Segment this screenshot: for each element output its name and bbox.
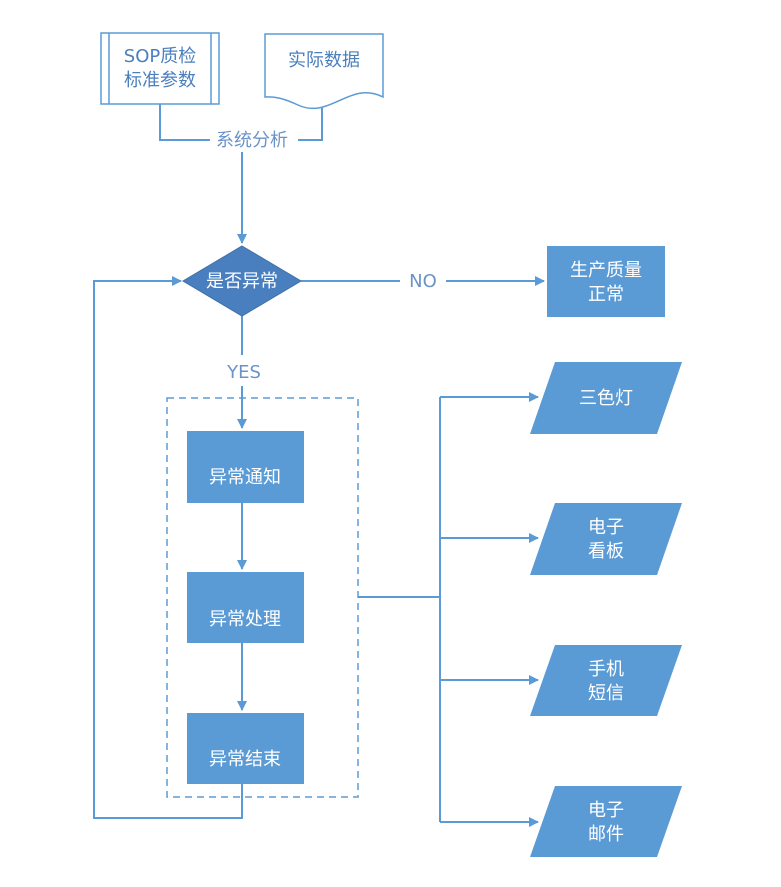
exception-group-boundary bbox=[166, 397, 359, 798]
node-normal-line1: 生产质量 bbox=[570, 260, 642, 281]
node-out4-line1: 电子 bbox=[588, 800, 624, 821]
node-output-sms: 手机 短信 bbox=[530, 645, 682, 716]
connector-loop-back bbox=[93, 276, 243, 819]
node-sop: SOP质检 标准参数 bbox=[100, 32, 220, 105]
node-out2-line2: 看板 bbox=[588, 541, 624, 562]
node-out4-line2: 邮件 bbox=[588, 824, 624, 845]
node-normal: 生产质量 正常 bbox=[547, 246, 665, 317]
connector-actual-analysis bbox=[298, 97, 323, 141]
node-output-email: 电子 邮件 bbox=[530, 786, 682, 857]
node-output-board: 电子 看板 bbox=[530, 503, 682, 575]
node-finish-label: 异常结束 bbox=[209, 749, 281, 770]
edge-label-no: NO bbox=[409, 271, 437, 292]
connectors bbox=[93, 97, 545, 827]
edge-label-yes: YES bbox=[226, 362, 261, 383]
node-normal-line2: 正常 bbox=[588, 284, 624, 305]
connector-sop-analysis bbox=[159, 104, 210, 141]
node-out3-line1: 手机 bbox=[588, 659, 624, 680]
node-out2-line1: 电子 bbox=[588, 517, 624, 538]
node-handle: 异常处理 bbox=[187, 572, 304, 643]
node-sop-line1: SOP质检 bbox=[124, 46, 196, 67]
node-notify-label: 异常通知 bbox=[209, 467, 281, 488]
node-output-light: 三色灯 bbox=[530, 362, 682, 434]
node-decision-label: 是否异常 bbox=[206, 271, 278, 292]
node-notify: 异常通知 bbox=[187, 431, 304, 503]
edge-label-analysis: 系统分析 bbox=[216, 130, 288, 151]
node-out1-line1: 三色灯 bbox=[579, 388, 633, 409]
node-sop-line2: 标准参数 bbox=[124, 70, 196, 91]
node-actual-label: 实际数据 bbox=[288, 50, 360, 71]
node-finish: 异常结束 bbox=[187, 713, 304, 784]
node-decision: 是否异常 bbox=[182, 245, 302, 317]
node-actual-data: 实际数据 bbox=[264, 33, 384, 110]
node-out3-line2: 短信 bbox=[588, 683, 624, 704]
node-handle-label: 异常处理 bbox=[209, 609, 281, 630]
